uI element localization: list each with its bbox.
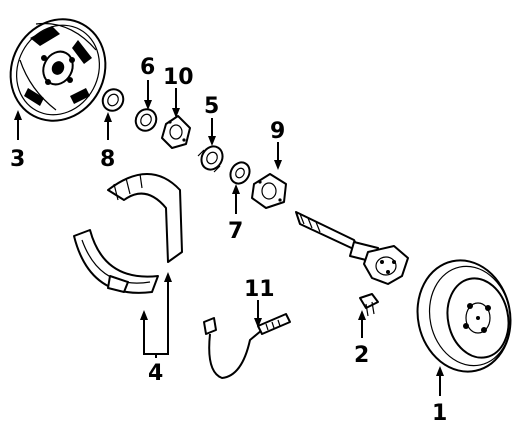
axle-retainer: [251, 173, 287, 209]
callout-4: 4: [148, 361, 163, 386]
brake-drum: [416, 259, 512, 373]
callout-1: 1: [432, 401, 447, 426]
retainer-plate: [161, 115, 191, 149]
axle-bearing: [197, 145, 224, 173]
axle-shaft: [295, 211, 409, 285]
callout-10: 10: [163, 65, 194, 90]
axle-seal: [101, 88, 125, 112]
callout-9: 9: [270, 119, 285, 144]
callout-6: 6: [140, 55, 155, 80]
brake-hose: [203, 313, 291, 380]
retainer-ring: [134, 108, 158, 132]
callout-arrows: [14, 80, 444, 396]
callout-8: 8: [100, 147, 115, 172]
callout-3: 3: [10, 147, 25, 172]
callout-7: 7: [228, 219, 243, 244]
wheel-stud: [359, 293, 379, 317]
brake-shoes: [73, 173, 183, 294]
backing-plate: [9, 18, 107, 122]
callout-5: 5: [204, 94, 219, 119]
callout-11: 11: [244, 277, 275, 302]
callout-2: 2: [354, 343, 369, 368]
inner-seal: [229, 161, 251, 185]
